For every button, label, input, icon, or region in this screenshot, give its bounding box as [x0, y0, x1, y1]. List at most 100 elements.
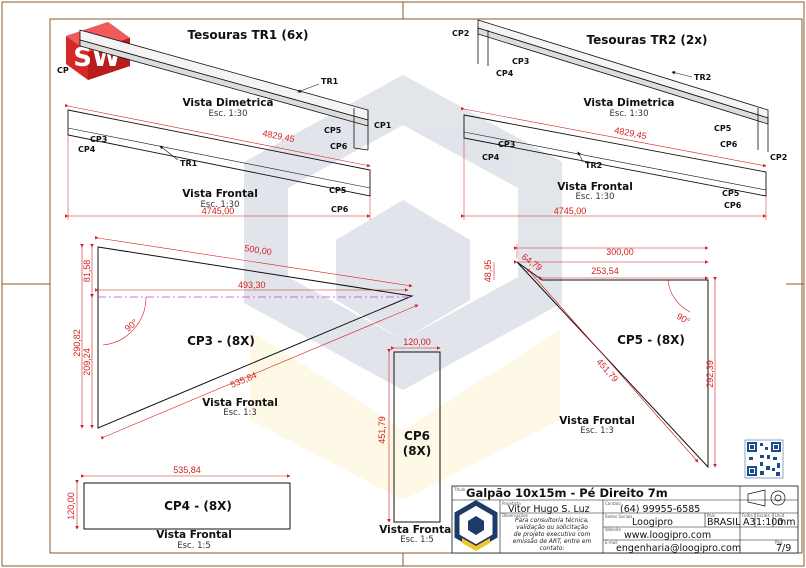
cp5-dim-right: 292,39	[705, 360, 715, 388]
tr1-front-view	[64, 103, 371, 220]
tr2-callout-cp2-top: CP2	[452, 29, 469, 38]
tr2-callout-tr2-front: TR2	[585, 161, 602, 170]
tr2-callout-tr2-top: TR2	[694, 73, 711, 82]
tr2-callout-cp5-top: CP5	[714, 124, 732, 133]
tb-label-scale: Escala	[757, 513, 770, 518]
tb-website: www.loogipro.com	[624, 530, 711, 541]
tr1-dim-length: 4829,45	[262, 128, 296, 144]
tb-designer: Vitor Hugo S. Luz	[508, 504, 590, 515]
tb-notes: Para consultoria técnica,validação ou so…	[513, 517, 592, 552]
cp3-view-scale: Esc. 1:3	[223, 408, 257, 418]
title-block	[451, 485, 799, 554]
tb-label-social: Redes Sociais	[605, 514, 632, 519]
tb-label-page: Pág.	[775, 540, 784, 545]
tr2-callout-cp3-top: CP3	[512, 57, 529, 66]
cp4-view	[75, 474, 291, 530]
tb-scale: 1:100	[756, 517, 783, 528]
tr2-dim-span: 4745,00	[554, 206, 587, 216]
tb-label-obs: Observações	[502, 513, 528, 518]
tr2-callout-cp4-top: CP4	[496, 69, 514, 78]
cp6-view-scale: Esc. 1:5	[400, 535, 434, 545]
cp6-title-line1: CP6	[404, 429, 430, 443]
tr2-callout-cp3-front: CP3	[498, 140, 515, 149]
cp5-dim-top: 300,00	[606, 247, 634, 257]
cp5-dim-angle: 90°	[675, 311, 692, 327]
tr1-dim-span: 4745,00	[202, 206, 235, 216]
cp6-view	[387, 346, 441, 523]
tr1-title: Tesouras TR1 (6x)	[187, 28, 308, 42]
qr-code	[744, 439, 784, 479]
tr2-callout-cp5-front: CP5	[722, 189, 740, 198]
tb-label-units: Unid.	[775, 513, 785, 518]
cp3-dim-top: 500,00	[244, 243, 273, 257]
tr1-callout-cp4: CP4	[78, 145, 96, 154]
tr2-front-view	[460, 106, 767, 220]
cp3-dim-left-lower: 209,24	[82, 348, 92, 376]
cp6-view-label: Vista Frontal	[379, 524, 455, 536]
tb-notes-text: Para consultoria técnica,validação ou so…	[513, 517, 592, 552]
tb-label-contact: Contato	[605, 501, 621, 506]
tb-country: BRASIL	[707, 517, 741, 528]
tr1-callout-cp1: CP1	[374, 121, 392, 130]
tr1-callout-cp5-front: CP5	[329, 186, 347, 195]
tr1-callout-cp: CP	[57, 66, 69, 75]
tr2-dimetric-label: Vista Dimetrica	[583, 97, 674, 109]
cp3-title: CP3 - (8X)	[187, 334, 255, 348]
cp5-view-scale: Esc. 1:3	[580, 426, 614, 436]
cp6-dim-height: 451,79	[377, 416, 387, 444]
tr2-callout-cp6-top: CP6	[720, 140, 738, 149]
tb-phone: (64) 99955-6585	[620, 504, 700, 515]
tr1-front-label: Vista Frontal	[182, 188, 258, 200]
cp5-dim-left: 48,95	[483, 260, 493, 283]
tr1-callout-cp3: CP3	[90, 135, 107, 144]
cp3-dim-left-upper: 81,58	[82, 260, 92, 283]
cp5-dim-hyp: 451,79	[595, 357, 621, 384]
tb-label-website: Website	[605, 527, 621, 532]
tr2-dimetric-scale: Esc. 1:30	[610, 109, 649, 119]
tb-units: mm	[777, 517, 796, 528]
cp4-view-scale: Esc. 1:5	[177, 541, 211, 551]
cp6-title-line2: (8X)	[403, 444, 432, 458]
tb-email: engenharia@loogipro.com	[616, 543, 741, 554]
cp4-view-label: Vista Frontal	[156, 529, 232, 541]
tr2-callout-cp2-right: CP2	[770, 153, 787, 162]
tr2-callout-cp4-front: CP4	[482, 153, 500, 162]
tr2-front-scale: Esc. 1:30	[576, 192, 615, 202]
tb-label-email: E-mail	[605, 540, 618, 545]
tr1-callout-cp6-front: CP6	[331, 205, 349, 214]
tb-sheet: A3	[743, 517, 756, 528]
tb-label-country: País	[707, 513, 715, 518]
cp5-view-label: Vista Frontal	[559, 415, 635, 427]
cp4-dim-height: 120,00	[66, 492, 76, 520]
tr1-callout-tr1-front: TR1	[180, 159, 198, 168]
tr1-callout-cp6-top: CP6	[330, 142, 348, 151]
cp4-dim-width: 535,84	[173, 465, 201, 475]
tb-label-sheet: Folha	[742, 513, 753, 518]
cp3-dim-left-total: 290,82	[72, 329, 82, 357]
cp3-view	[80, 235, 419, 440]
tb-project-title: Galpão 10x15m - Pé Direito 7m	[466, 486, 668, 500]
tr1-callout-tr1-top: TR1	[321, 77, 339, 86]
tr1-dimetric-scale: Esc. 1:30	[209, 109, 248, 119]
tr2-dim-length: 4829,45	[614, 125, 648, 141]
cp3-dim-angle: 90°	[123, 317, 140, 334]
tr1-dimetric-label: Vista Dimetrica	[182, 97, 273, 109]
tr2-front-label: Vista Frontal	[557, 181, 633, 193]
cp3-view-label: Vista Frontal	[202, 397, 278, 409]
cp4-title: CP4 - (8X)	[164, 499, 232, 513]
tb-page: 7/9	[776, 543, 791, 554]
cp5-view	[493, 244, 717, 469]
cp6-dim-width: 120,00	[403, 337, 431, 347]
cp5-dim-inner: 253,54	[591, 266, 619, 276]
tr1-front-scale: Esc. 1:30	[201, 200, 240, 210]
tb-label-project: Projetista	[502, 501, 521, 506]
tb-social: Loogipro	[632, 517, 673, 528]
tb-label-title: Título	[453, 487, 466, 492]
tr2-title: Tesouras TR2 (2x)	[586, 33, 707, 47]
cp3-dim-inner: 493,30	[238, 280, 266, 290]
tr2-callout-cp6-front: CP6	[724, 201, 742, 210]
tr1-callout-cp5-top: CP5	[324, 126, 342, 135]
